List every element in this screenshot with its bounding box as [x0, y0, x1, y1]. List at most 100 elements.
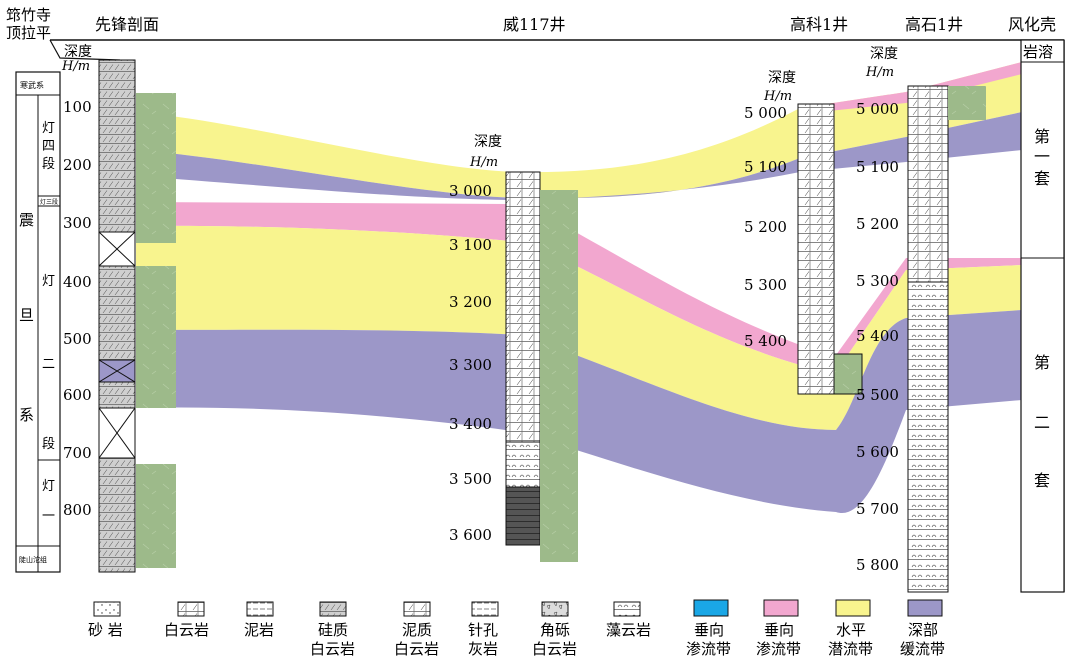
legend-label-2: 渗流带	[756, 640, 801, 658]
xianfeng-depth-unit: H/m	[61, 59, 90, 74]
karst-set1-char-3: 套	[1034, 169, 1050, 188]
legend-label: 泥岩	[244, 621, 274, 639]
gaoshi1-depth-unit: H/m	[865, 65, 894, 80]
xianfeng-lith-column	[98, 59, 136, 573]
xianfeng-tick-300: 300	[63, 214, 92, 232]
sinian-char-2: 旦	[19, 306, 34, 324]
legend-item-vertical-percolation-pink: 垂向 渗流带	[756, 599, 801, 658]
deng1-char-2: 一	[42, 509, 55, 524]
legend-label-1: 泥质	[402, 621, 432, 639]
strat-column: 寒武系 震 旦 系 灯 四 段 灯三段 灯 二 段 灯 一 陡山沱组	[15, 71, 61, 573]
xianfeng-tick-700: 700	[63, 444, 92, 462]
deng2-char-3: 段	[42, 437, 55, 452]
gaoke1-tick-5200: 5 200	[744, 218, 787, 236]
gaoshi1-tick-5500: 5 500	[856, 386, 899, 404]
wei117-depth-label: 深度	[474, 134, 502, 150]
gaoke1-tick-5300: 5 300	[744, 276, 787, 294]
xianfeng-core-1	[136, 93, 176, 243]
xianfeng-core-2	[136, 266, 176, 408]
legend-label-1: 针孔	[468, 621, 498, 639]
gaoshi1-tick-5400: 5 400	[856, 327, 899, 345]
weathering-crust-title: 风化壳	[1008, 15, 1056, 34]
gaoke1-depth-unit: H/m	[763, 89, 792, 104]
legend-label-2: 白云岩	[310, 640, 355, 658]
gaoke1-depth-ticks: 5 000 5 100 5 200 5 300 5 400	[744, 104, 787, 350]
wei117-tick-3500: 3 500	[449, 470, 492, 488]
legend-item-mudstone: 泥岩	[244, 601, 274, 639]
wei117-tick-3000: 3 000	[449, 182, 492, 200]
band-purple-upper	[136, 112, 1022, 200]
gaoshi1-core	[948, 86, 986, 120]
deng3-label: 灯三段	[40, 198, 58, 206]
legend-label-1: 硅质	[318, 621, 348, 639]
xianfeng-tick-800: 800	[63, 501, 92, 519]
gaoke1-depth-label: 深度	[768, 70, 796, 86]
xianfeng-cross-interval-1	[98, 231, 136, 267]
karst-set1-char-1: 第	[1034, 127, 1050, 146]
xianfeng-cross-interval-2	[98, 359, 136, 383]
legend-item-horizontal-phreatic: 水平 潜流带	[828, 599, 873, 658]
deng4-char-2: 四	[42, 139, 55, 154]
xianfeng-cross-interval-3	[98, 407, 136, 459]
xianfeng-tick-200: 200	[63, 156, 92, 174]
band-purple-lower	[136, 310, 1022, 514]
xianfeng-tick-100: 100	[63, 98, 92, 116]
legend-label: 藻云岩	[606, 621, 651, 639]
legend-label-1: 垂向	[764, 621, 794, 639]
gaoshi1-lith-column-upper	[907, 85, 949, 283]
gaoke1-tick-5000: 5 000	[744, 104, 787, 122]
gaoke1-core	[833, 353, 863, 395]
legend-label: 砂 岩	[88, 621, 123, 639]
legend-label-1: 角砾	[540, 621, 570, 639]
wei117-tick-3200: 3 200	[449, 293, 492, 311]
legend-label-2: 潜流带	[828, 640, 873, 658]
wei117-well-title: 威117井	[503, 15, 566, 34]
band-pink-upper	[800, 62, 1022, 114]
doushantuo-label: 陡山沱组	[19, 555, 47, 564]
legend-item-sandstone: 砂 岩	[88, 601, 123, 639]
gaoshi1-tick-5700: 5 700	[856, 500, 899, 518]
xianfeng-section-title: 先锋剖面	[95, 15, 159, 34]
gaoke1-well: 深度 H/m 5 000 5 100 5 200 5 300 5 400	[744, 70, 863, 395]
sinian-char-1: 震	[19, 211, 34, 229]
legend-item-dolomite: 白云岩	[164, 601, 209, 639]
wei117-depth-unit: H/m	[469, 155, 498, 170]
left-title-line1: 筇竹寺	[6, 6, 51, 24]
gaoshi1-tick-5000: 5 000	[856, 100, 899, 118]
deng4-char-3: 段	[42, 157, 55, 172]
legend-item-algal-dolomite: 藻云岩	[606, 601, 651, 639]
deng4-char-1: 灯	[42, 121, 55, 136]
legend-item-siliceous-dolomite: 硅质 白云岩	[310, 601, 355, 658]
band-yellow-upper	[136, 62, 1022, 199]
gaoshi1-tick-5200: 5 200	[856, 215, 899, 233]
left-title-line2: 顶拉平	[6, 24, 51, 42]
wei117-tick-3300: 3 300	[449, 356, 492, 374]
legend-item-vertical-percolation-blue: 垂向 渗流带	[686, 599, 731, 658]
wei117-well: 深度 H/m 3 000 3 100 3 200 3 300 3 400 3 5…	[449, 134, 578, 562]
band-pink-lower	[136, 202, 1022, 372]
wei117-tick-3100: 3 100	[449, 236, 492, 254]
legend-label-1: 垂向	[694, 621, 724, 639]
legend-label-2: 灰岩	[468, 640, 498, 658]
gaoshi1-depth-ticks: 5 000 5 100 5 200 5 300 5 400 5 500 5 60…	[856, 100, 899, 574]
xianfeng-core-3	[136, 464, 176, 568]
gaoke1-tick-5100: 5 100	[744, 158, 787, 176]
wei117-tick-3600: 3 600	[449, 526, 492, 544]
wei117-lith-column-dark	[505, 486, 541, 546]
legend-label-2: 白云岩	[394, 640, 439, 658]
legend-label-2: 白云岩	[532, 640, 577, 658]
karst-set-column: 岩溶 第 一 套 第 二 套	[1020, 39, 1065, 593]
legend: 砂 岩 白云岩 泥岩 硅质 白云岩 泥质 白云岩 针孔 灰岩 角砾 白云岩	[88, 599, 945, 658]
xianfeng-depth-label: 深度	[64, 44, 92, 60]
legend-label: 白云岩	[164, 621, 209, 639]
wei117-depth-ticks: 3 000 3 100 3 200 3 300 3 400 3 500 3 60…	[449, 182, 492, 544]
legend-label-1: 深部	[908, 621, 938, 639]
cambrian-label: 寒武系	[20, 80, 44, 90]
karst-set2-char-3: 套	[1034, 471, 1050, 490]
sinian-char-3: 系	[19, 406, 34, 424]
wei117-tick-3400: 3 400	[449, 415, 492, 433]
gaoke1-lith-column	[797, 103, 835, 395]
gaoshi1-tick-5600: 5 600	[856, 443, 899, 461]
deng2-char-1: 灯	[42, 274, 55, 289]
legend-item-deep-slow-flow: 深部 缓流带	[900, 599, 945, 658]
